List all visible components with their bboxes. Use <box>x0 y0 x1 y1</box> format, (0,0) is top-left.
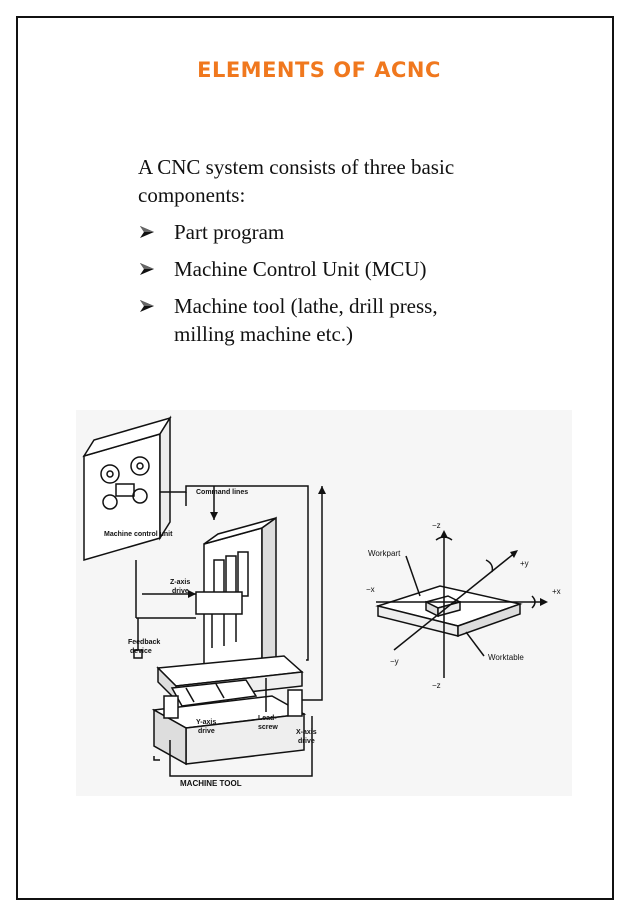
arrow-bullet-icon <box>140 300 154 312</box>
machine-table <box>156 655 304 707</box>
cnc-diagram-figure: Machine control unit Command lines Z-axi… <box>76 410 572 796</box>
component-list: Part program Machine Control Unit (MCU) … <box>138 218 498 357</box>
page-border <box>16 16 614 900</box>
label-command-lines: Command lines <box>196 489 248 496</box>
axis-label-neg-z-bottom: −z <box>432 681 441 690</box>
list-item-label: Part program <box>174 220 285 244</box>
axis-label-neg-x: −x <box>366 585 375 594</box>
axis-label-neg-y: −y <box>390 657 399 666</box>
page-title: ELEMENTS OF ACNC <box>197 58 441 82</box>
arrow-bullet-icon <box>140 226 154 238</box>
label-feedback-line1: Feedback <box>128 639 160 646</box>
label-machine-control-unit: Machine control unit <box>104 531 173 538</box>
axis-label-neg-z-top: −z <box>432 521 441 530</box>
list-item: Machine Control Unit (MCU) <box>138 255 498 283</box>
label-y-axis-line2: drive <box>198 728 215 735</box>
axis-label-pos-x: +x <box>552 587 561 596</box>
label-x-axis-line1: X-axis <box>296 729 317 736</box>
label-feedback-line2: device <box>130 648 152 655</box>
intro-text: A CNC system consists of three basic com… <box>138 155 455 207</box>
machine-column <box>195 516 277 697</box>
machine-control-unit-box <box>82 415 172 561</box>
label-x-axis-line2: drive <box>298 738 315 745</box>
list-item-label: Machine Control Unit (MCU) <box>174 257 427 281</box>
label-lead-screw-line2: screw <box>258 724 278 731</box>
arrow-bullet-icon <box>140 263 154 275</box>
label-z-axis-line2: drive <box>172 588 189 595</box>
label-worktable: Worktable <box>488 653 524 662</box>
list-item: Part program <box>138 218 498 246</box>
cnc-diagram: Machine control unit Command lines Z-axi… <box>82 415 561 788</box>
label-machine-tool: MACHINE TOOL <box>180 779 242 788</box>
axis-label-pos-y: +y <box>520 559 529 568</box>
coordinate-axes-diagram <box>375 532 546 678</box>
list-item-label: Machine tool (lathe, drill press, millin… <box>174 294 438 346</box>
label-lead-screw-line1: Lead- <box>258 715 277 722</box>
label-z-axis-line1: Z-axis <box>170 579 190 586</box>
list-item: Machine tool (lathe, drill press, millin… <box>138 292 498 348</box>
label-y-axis-line1: Y-axis <box>196 719 216 726</box>
label-workpart: Workpart <box>368 549 401 558</box>
